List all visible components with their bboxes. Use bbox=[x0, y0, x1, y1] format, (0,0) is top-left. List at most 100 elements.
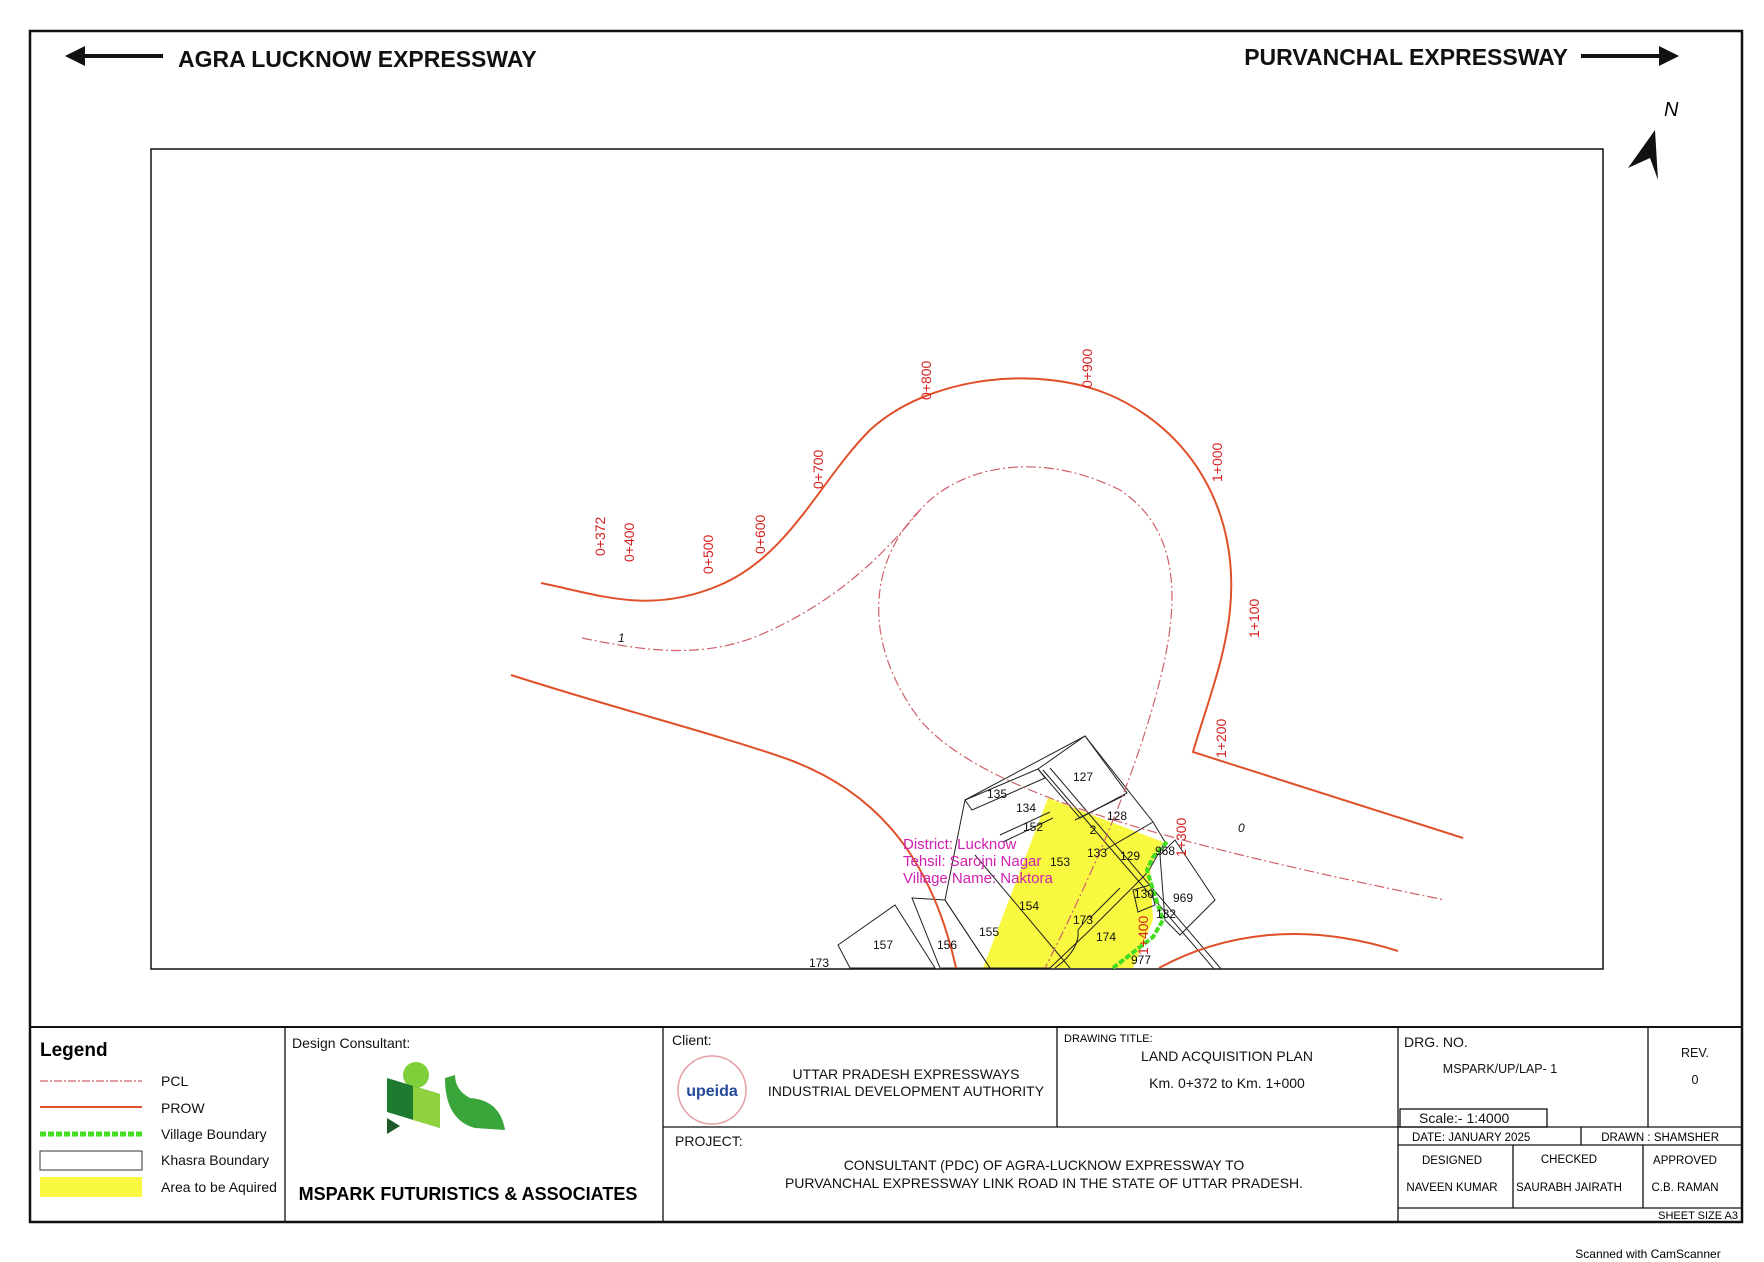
parcel-number: 133 bbox=[1087, 846, 1107, 860]
north-arrow-icon: N bbox=[1628, 99, 1679, 180]
parcel-number: 977 bbox=[1131, 953, 1151, 967]
right-direction-label: PURVANCHAL EXPRESSWAY bbox=[1244, 44, 1568, 70]
chainage-labels: 0+372 0+400 0+500 0+600 0+700 0+800 0+90… bbox=[592, 348, 1262, 955]
upeida-logo: upeida bbox=[677, 1055, 747, 1125]
acquired-area bbox=[983, 798, 1163, 968]
design-consultant: Design Consultant: MSPARK FUTURISTICS & … bbox=[292, 1035, 637, 1204]
chainage-label: 1+300 bbox=[1173, 817, 1189, 857]
legend-title: Legend bbox=[40, 1040, 108, 1061]
pcl-label: 0 bbox=[1238, 821, 1245, 835]
sheet-border bbox=[28, 29, 1744, 1224]
pcl-label: 1 bbox=[618, 631, 625, 645]
consultant-label: Design Consultant: bbox=[292, 1035, 410, 1051]
tehsil-label: Tehsil: Sarojni Nagar bbox=[903, 853, 1041, 870]
parcel-numbers: 127 135 134 152 2 128 153 133 129 968 96… bbox=[809, 770, 1193, 970]
upeida-logo-text: upeida bbox=[686, 1083, 738, 1100]
chainage-label: 1+100 bbox=[1246, 598, 1262, 638]
date: DATE: JANUARY 2025 bbox=[1412, 1132, 1530, 1144]
parcel-number: 134 bbox=[1016, 801, 1036, 815]
drg-number: MSPARK/UP/LAP- 1 bbox=[1443, 1062, 1557, 1076]
chainage-label: 0+372 bbox=[592, 516, 608, 556]
parcel-number: 135 bbox=[987, 787, 1007, 801]
parcel-number: 2 bbox=[1090, 823, 1097, 837]
camscanner-watermark: Scanned with CamScanner bbox=[1575, 1247, 1720, 1261]
parcel-number: 132 bbox=[1156, 907, 1176, 921]
project-label: PROJECT: bbox=[675, 1133, 743, 1149]
legend-label: Area to be Aquired bbox=[161, 1179, 277, 1195]
village-boundary bbox=[1111, 840, 1169, 969]
chainage-label: 0+800 bbox=[918, 360, 934, 400]
project-line2: PURVANCHAL EXPRESSWAY LINK ROAD IN THE S… bbox=[785, 1175, 1303, 1191]
pcl-lines bbox=[581, 466, 1446, 969]
parcel-number: 128 bbox=[1107, 809, 1127, 823]
drawn-by: DRAWN : SHAMSHER bbox=[1601, 1132, 1719, 1144]
parcel-number: 127 bbox=[1073, 770, 1093, 784]
left-direction-label: AGRA LUCKNOW EXPRESSWAY bbox=[178, 46, 537, 72]
title-block-lines bbox=[30, 1026, 1742, 1222]
designed-by: NAVEEN KUMAR bbox=[1406, 1182, 1497, 1194]
legend-label: Village Boundary bbox=[161, 1126, 267, 1142]
map-area: 1 0 0+372 0+400 0+500 0+600 0+700 0+800 … bbox=[510, 348, 1464, 970]
approved-by: C.B. RAMAN bbox=[1651, 1182, 1718, 1194]
parcel-number: 157 bbox=[873, 938, 893, 952]
map-frame bbox=[150, 148, 1604, 970]
checked-label: CHECKED bbox=[1541, 1154, 1597, 1166]
client-name-line2: INDUSTRIAL DEVELOPMENT AUTHORITY bbox=[768, 1083, 1045, 1099]
project-line1: CONSULTANT (PDC) OF AGRA-LUCKNOW EXPRESS… bbox=[844, 1157, 1245, 1173]
drawing-title-label: DRAWING TITLE: bbox=[1064, 1033, 1153, 1045]
legend: Legend PCL PROW Village Boundary Khasra … bbox=[39, 1040, 277, 1197]
approved-label: APPROVED bbox=[1653, 1155, 1717, 1167]
client-name-line1: UTTAR PRADESH EXPRESSWAYS bbox=[793, 1066, 1020, 1082]
parcel-number: 173 bbox=[809, 956, 829, 970]
parcel-number: 969 bbox=[1173, 891, 1193, 905]
mspark-logo bbox=[387, 1062, 505, 1134]
chainage-label: 0+500 bbox=[700, 534, 716, 574]
right-direction: PURVANCHAL EXPRESSWAY bbox=[1244, 44, 1679, 70]
chainage-label: 1+400 bbox=[1135, 915, 1151, 955]
chainage-label: 0+600 bbox=[752, 514, 768, 554]
location-info: District: Lucknow Tehsil: Sarojni Nagar … bbox=[903, 836, 1053, 887]
rev-label: REV. bbox=[1681, 1046, 1709, 1060]
consultant-name: MSPARK FUTURISTICS & ASSOCIATES bbox=[299, 1184, 638, 1204]
drawing-title-text: LAND ACQUISITION PLAN bbox=[1141, 1048, 1313, 1064]
village-label: Village Name: Naktora bbox=[903, 870, 1053, 887]
drawing-number-block: DRG. NO. MSPARK/UP/LAP- 1 REV. 0 Scale:-… bbox=[1404, 1034, 1738, 1222]
north-label: N bbox=[1664, 99, 1679, 121]
rev-value: 0 bbox=[1692, 1073, 1699, 1087]
prow-lines bbox=[510, 377, 1464, 969]
drawing-range: Km. 0+372 to Km. 1+000 bbox=[1149, 1075, 1305, 1091]
client-label: Client: bbox=[672, 1032, 712, 1048]
arrow-left-icon bbox=[65, 46, 163, 66]
legend-label: Khasra Boundary bbox=[161, 1152, 269, 1168]
parcel-number: 173 bbox=[1073, 913, 1093, 927]
parcel-number: 130 bbox=[1134, 887, 1154, 901]
parcel-number: 153 bbox=[1050, 855, 1070, 869]
parcel-number: 152 bbox=[1023, 820, 1043, 834]
drawing-title: DRAWING TITLE: LAND ACQUISITION PLAN Km.… bbox=[1064, 1033, 1313, 1091]
parcel-number: 155 bbox=[979, 925, 999, 939]
arrow-right-icon bbox=[1581, 46, 1679, 66]
client: Client: upeida UTTAR PRADESH EXPRESSWAYS… bbox=[672, 1032, 1045, 1125]
project: PROJECT: CONSULTANT (PDC) OF AGRA-LUCKNO… bbox=[675, 1133, 1303, 1191]
chainage-label: 1+000 bbox=[1209, 442, 1225, 482]
chainage-label: 1+200 bbox=[1213, 718, 1229, 758]
chainage-label: 0+400 bbox=[621, 522, 637, 562]
drg-no-label: DRG. NO. bbox=[1404, 1034, 1468, 1050]
legend-acquire-swatch bbox=[40, 1177, 142, 1197]
legend-khasra-swatch bbox=[39, 1150, 143, 1171]
left-direction: AGRA LUCKNOW EXPRESSWAY bbox=[65, 46, 537, 72]
chainage-label: 0+700 bbox=[810, 449, 826, 489]
legend-label: PCL bbox=[161, 1073, 188, 1089]
designed-label: DESIGNED bbox=[1422, 1155, 1482, 1167]
parcel-number: 174 bbox=[1096, 930, 1116, 944]
legend-label: PROW bbox=[161, 1100, 205, 1116]
parcel-number: 154 bbox=[1019, 899, 1039, 913]
checked-by: SAURABH JAIRATH bbox=[1516, 1182, 1622, 1194]
scale: Scale:- 1:4000 bbox=[1419, 1110, 1509, 1126]
parcel-number: 129 bbox=[1120, 849, 1140, 863]
parcel-number: 968 bbox=[1155, 844, 1175, 858]
chainage-label: 0+900 bbox=[1079, 348, 1095, 388]
parcel-number: 156 bbox=[937, 938, 957, 952]
sheet-size: SHEET SIZE A3 bbox=[1658, 1210, 1738, 1222]
